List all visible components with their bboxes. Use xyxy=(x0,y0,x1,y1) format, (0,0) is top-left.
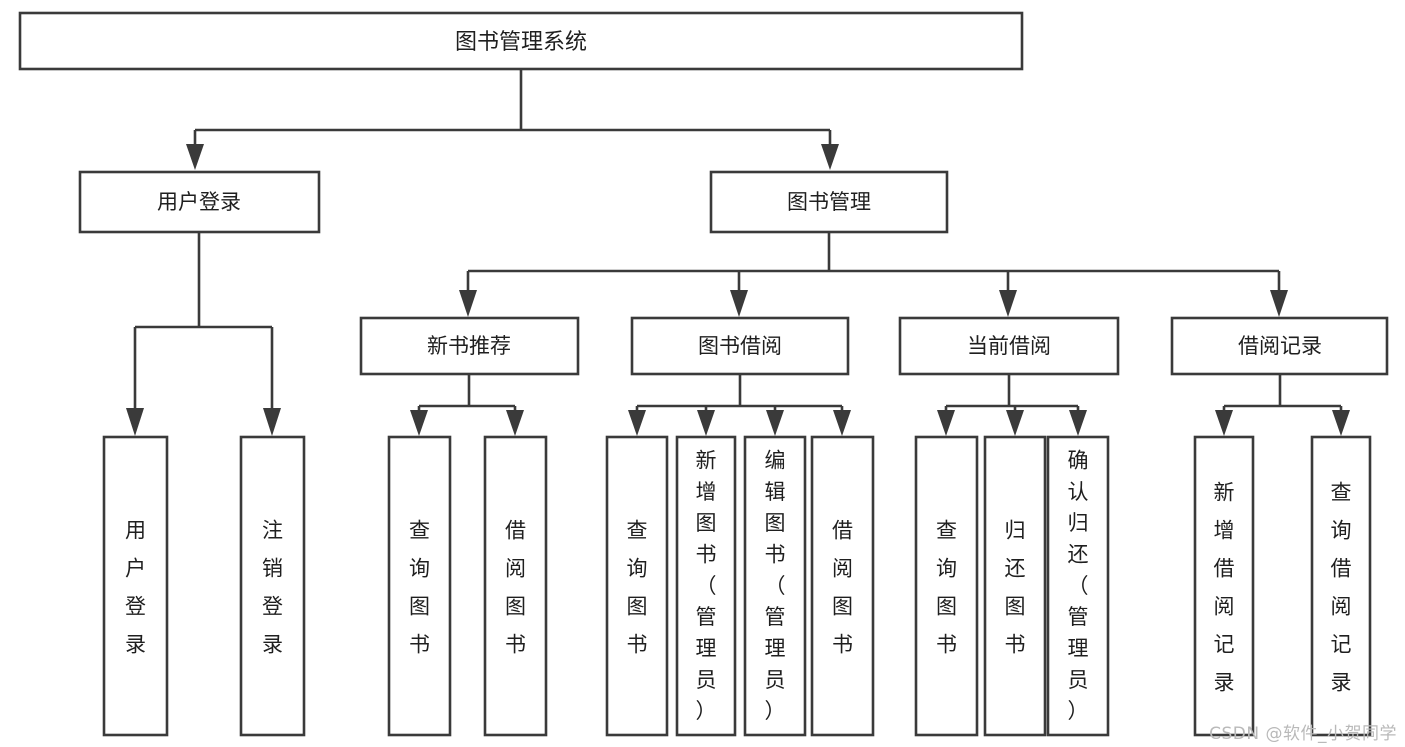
node-borrow-record-label: 借阅记录 xyxy=(1238,334,1322,358)
arrow-head-leaf-query-book-3 xyxy=(937,410,955,436)
leaf-box-borrow-book-1[interactable] xyxy=(483,435,548,737)
leaf-box-borrow-book-2[interactable] xyxy=(810,435,875,737)
leaf-label-edit-book: 编辑图书（管理员） xyxy=(765,449,786,724)
node-book-borrow[interactable]: 图书借阅 xyxy=(630,316,850,376)
node-borrow-record-box[interactable] xyxy=(1170,316,1389,376)
leaf-box-add-book[interactable] xyxy=(675,435,737,737)
node-book-manage-box[interactable] xyxy=(709,170,949,234)
node-book-borrow-label: 图书借阅 xyxy=(698,334,782,358)
leaf-box-query-book-1[interactable] xyxy=(387,435,452,737)
node-book-manage-label: 图书管理 xyxy=(787,190,871,214)
leaf-box-edit-book[interactable] xyxy=(743,435,807,737)
arrow-head-leaf-add-record xyxy=(1215,410,1233,436)
arrow-head-book-manage xyxy=(821,144,839,170)
node-root-label: 图书管理系统 xyxy=(455,30,587,55)
leaf-label-borrow-book-2: 借阅图书 xyxy=(832,518,853,656)
node-root[interactable]: 图书管理系统 xyxy=(18,11,1024,71)
node-user-login-label: 用户登录 xyxy=(157,190,241,214)
leaf-box-add-record[interactable] xyxy=(1193,435,1255,737)
arrow-head-leaf-query-record xyxy=(1332,410,1350,436)
leaf-label-query-book-3: 查询图书 xyxy=(936,518,957,656)
arrow-head-borrow-record xyxy=(1270,290,1288,317)
arrow-head-book-borrow xyxy=(730,290,748,317)
arrow-head-leaf-return-book xyxy=(1006,410,1024,436)
node-current-borrow-box[interactable] xyxy=(898,316,1120,376)
node-new-book-recommend-box[interactable] xyxy=(359,316,580,376)
node-borrow-record[interactable]: 借阅记录 xyxy=(1170,316,1389,376)
leaf-box-confirm-return[interactable] xyxy=(1046,435,1110,737)
arrow-head-leaf-confirm-return xyxy=(1069,410,1087,436)
leaf-label-borrow-book-1: 借阅图书 xyxy=(505,518,526,656)
arrow-head-current-borrow xyxy=(999,290,1017,317)
leaf-label-confirm-return: 确认归还（管理员） xyxy=(1068,449,1089,724)
arrow-head-leaf-query-book-2 xyxy=(628,410,646,436)
leaf-group xyxy=(102,435,1372,737)
leaf-text-layer: 用户登录 注销登录 查询图书 借阅图书 查询图书 新增图书（管理员） 编辑图书（… xyxy=(125,449,1352,724)
arrow-head-leaf-add-book xyxy=(697,410,715,436)
arrow-head-leaf-borrow-book-1 xyxy=(506,410,524,436)
leaf-label-return-book: 归还图书 xyxy=(1005,518,1026,656)
leaf-box-query-record[interactable] xyxy=(1310,435,1372,737)
csdn-watermark: CSDN @软件_小贺同学 xyxy=(1209,724,1397,744)
leaf-box-return-book[interactable] xyxy=(983,435,1047,737)
leaf-label-query-record: 查询借阅记录 xyxy=(1331,480,1352,694)
arrow-head-leaf-borrow-book-2 xyxy=(833,410,851,436)
node-current-borrow[interactable]: 当前借阅 xyxy=(898,316,1120,376)
leaf-label-query-book-1: 查询图书 xyxy=(409,518,430,656)
connector-group xyxy=(126,69,1350,436)
node-new-book-recommend-label: 新书推荐 xyxy=(427,334,511,358)
node-user-login-box[interactable] xyxy=(78,170,321,234)
arrow-head-leaf-user-login xyxy=(126,408,144,436)
node-new-book-recommend[interactable]: 新书推荐 xyxy=(359,316,580,376)
leaf-box-query-book-3[interactable] xyxy=(914,435,979,737)
leaf-label-query-book-2: 查询图书 xyxy=(627,518,648,656)
node-root-box[interactable] xyxy=(18,11,1024,71)
arrow-head-leaf-query-book-1 xyxy=(410,410,428,436)
node-book-manage[interactable]: 图书管理 xyxy=(709,170,949,234)
leaf-label-logout-login: 注销登录 xyxy=(262,518,283,656)
arrow-head-new-book-recommend xyxy=(459,290,477,317)
node-book-borrow-box[interactable] xyxy=(630,316,850,376)
leaf-box-logout-login[interactable] xyxy=(239,435,306,737)
arrow-head-leaf-edit-book xyxy=(766,410,784,436)
node-current-borrow-label: 当前借阅 xyxy=(967,334,1051,358)
leaf-label-add-record: 新增借阅记录 xyxy=(1214,480,1235,694)
leaf-label-add-book: 新增图书（管理员） xyxy=(696,449,717,724)
arrow-head-user-login xyxy=(186,144,204,170)
node-user-login[interactable]: 用户登录 xyxy=(78,170,321,234)
leaf-box-user-login[interactable] xyxy=(102,435,169,737)
leaf-label-user-login: 用户登录 xyxy=(125,518,146,656)
leaf-box-query-book-2[interactable] xyxy=(605,435,669,737)
arrow-head-leaf-logout-login xyxy=(263,408,281,436)
